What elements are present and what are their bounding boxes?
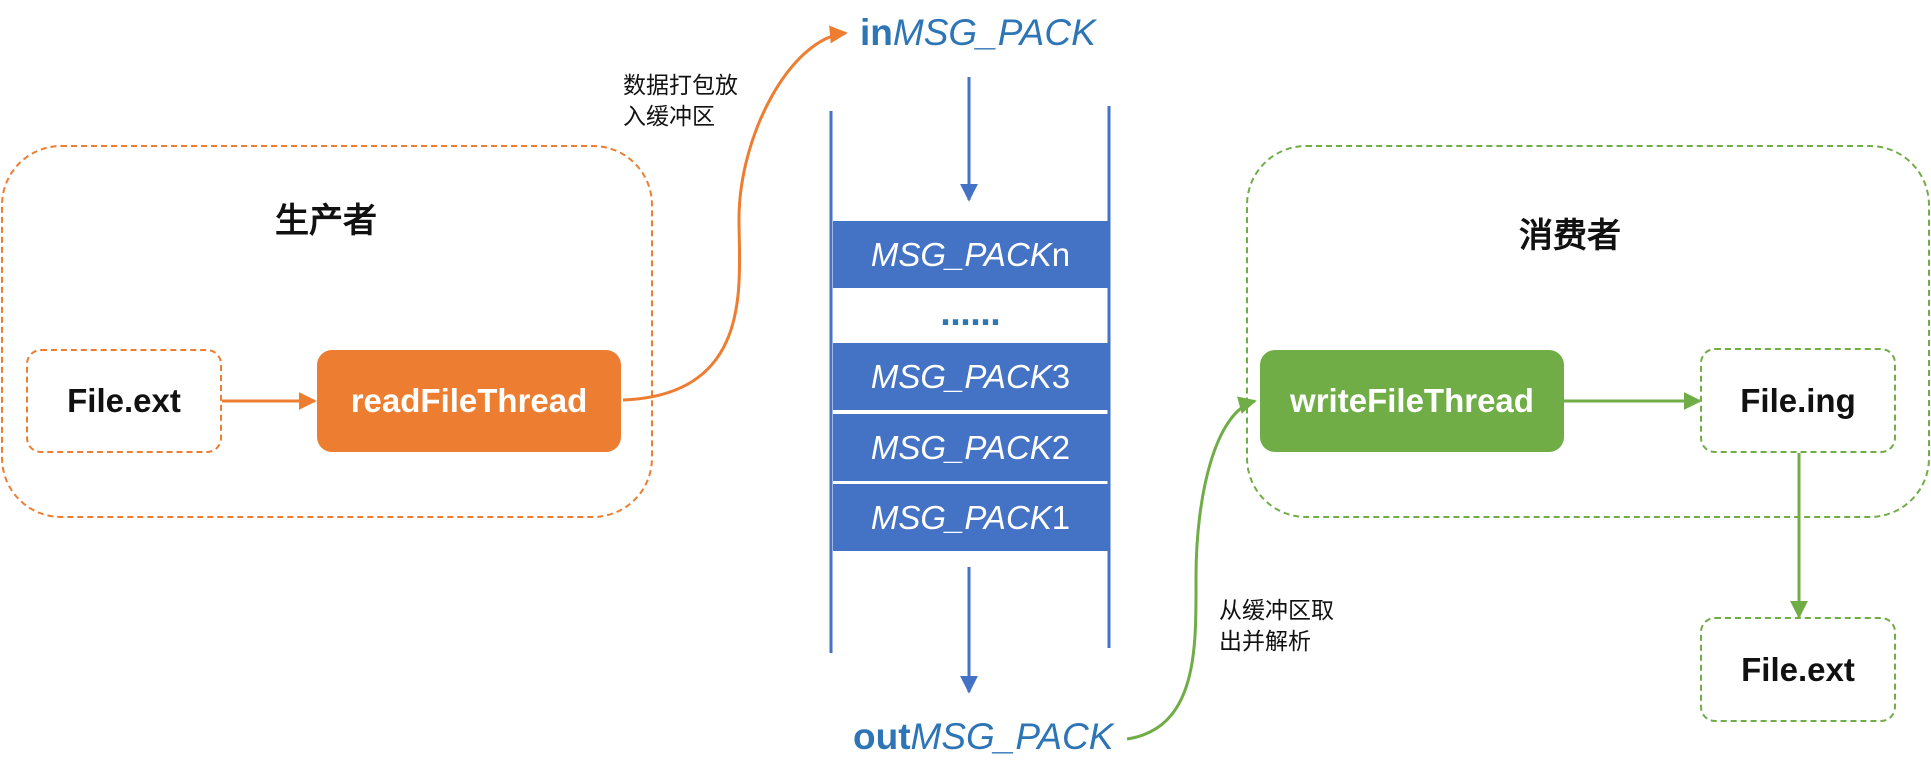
queue-row-name: MSG_PACK bbox=[870, 498, 1052, 536]
producer-group bbox=[1, 145, 653, 518]
queue-row-index: 2 bbox=[1051, 428, 1071, 466]
queue-ellipsis: …… bbox=[940, 298, 1001, 333]
queue-in-keyword: in bbox=[860, 12, 893, 53]
queue-in-label: inMSG_PACK bbox=[860, 12, 1096, 54]
take-note-line1: 从缓冲区取 bbox=[1219, 598, 1334, 624]
queue-row-name: MSG_PACK bbox=[870, 428, 1052, 466]
pack-note-line1: 数据打包放 bbox=[623, 73, 738, 99]
queue-row-name: MSG_PACK bbox=[870, 357, 1052, 395]
write-file-thread-box: writeFileThread bbox=[1260, 350, 1564, 452]
temp-file-box: File.ing bbox=[1700, 348, 1896, 453]
read-file-thread-box: readFileThread bbox=[317, 350, 621, 452]
queue-row-index: n bbox=[1051, 235, 1071, 273]
take-note: 从缓冲区取 出并解析 bbox=[1219, 596, 1334, 658]
output-file-box: File.ext bbox=[1700, 617, 1896, 722]
queue-row-name: MSG_PACK bbox=[870, 235, 1052, 273]
queue-row-index: 3 bbox=[1051, 357, 1071, 395]
queue-in-item: MSG_PACK bbox=[892, 12, 1096, 53]
producer-title: 生产者 bbox=[275, 201, 377, 241]
pack-note: 数据打包放 入缓冲区 bbox=[623, 71, 738, 133]
queue-out-label: outMSG_PACK bbox=[853, 716, 1113, 758]
input-file-box: File.ext bbox=[26, 349, 222, 453]
pack-note-line2: 入缓冲区 bbox=[623, 104, 715, 130]
queue-out-keyword: out bbox=[853, 716, 911, 757]
queue-row-index: 1 bbox=[1051, 498, 1071, 536]
consumer-title: 消费者 bbox=[1519, 216, 1621, 256]
read-to-queue-curve bbox=[622, 25, 848, 402]
consumer-group bbox=[1246, 145, 1930, 518]
queue-out-item: MSG_PACK bbox=[910, 716, 1114, 757]
take-note-line2: 出并解析 bbox=[1219, 629, 1311, 655]
queue-to-write-curve bbox=[1126, 396, 1257, 741]
